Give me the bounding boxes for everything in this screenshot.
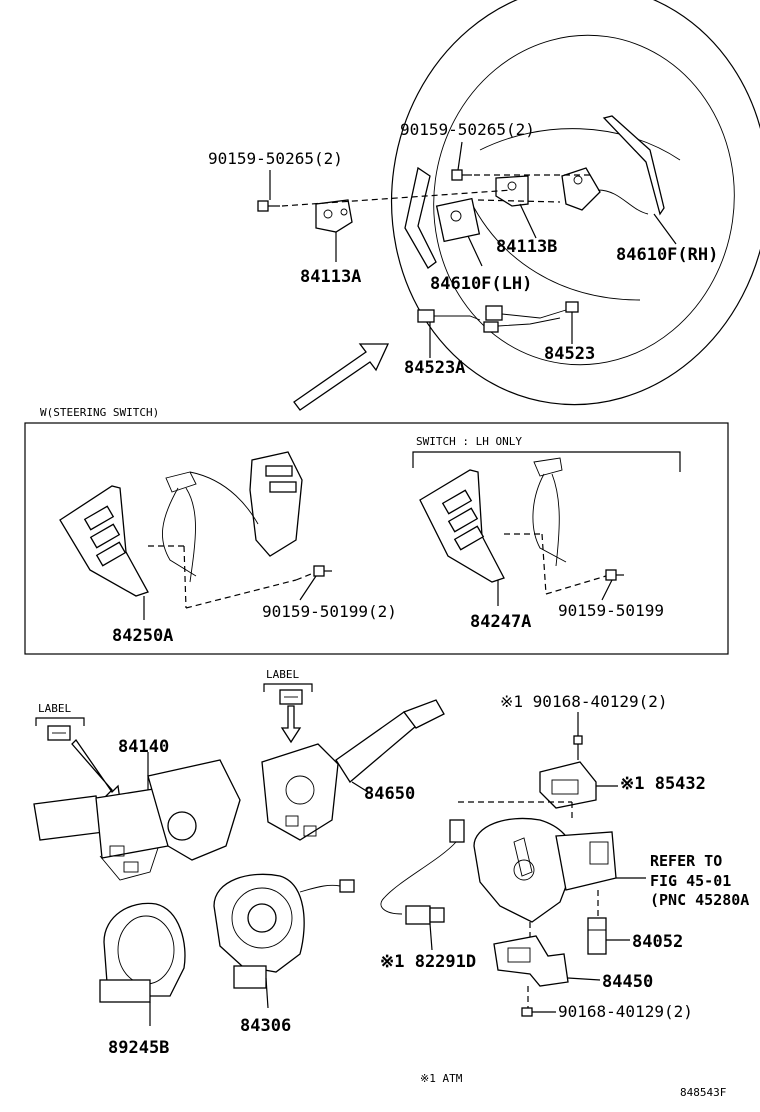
label-90159-50265-left: 90159-50265(2) [208, 149, 343, 168]
label-84113A: 84113A [300, 267, 361, 287]
paddle-rh-drawing [602, 115, 665, 216]
refer-to-line2: FIG 45-01 [650, 872, 731, 890]
figure-id: 848543F [680, 1086, 726, 1099]
solenoid-85432-drawing [539, 761, 618, 809]
spiral-cable-84306-drawing [213, 873, 355, 1009]
label-84140: 84140 [118, 737, 169, 757]
switch-lh-bracket [412, 451, 681, 472]
label-84306: 84306 [240, 1016, 291, 1036]
arrow-label-mid [280, 705, 302, 744]
label-90159-50199: 90159-50199 [558, 601, 664, 620]
label-84523: 84523 [544, 344, 595, 364]
label-90159-50265-right: 90159-50265(2) [400, 120, 535, 139]
steering-wheel-drawing [257, 0, 760, 411]
cover-89245B-drawing [99, 902, 186, 1026]
steering-switch-box [24, 422, 729, 655]
switch-84052-drawing [587, 890, 630, 955]
label-84610F-RH: 84610F(RH) [616, 245, 718, 265]
label-w-steering-switch: W(STEERING SWITCH) [40, 406, 159, 419]
refer-to-line3: (PNC 45280A [650, 891, 749, 909]
label-84052: 84052 [632, 932, 683, 952]
bolt-90168-bottom-drawing [521, 1007, 556, 1017]
wiper-switch-84650-drawing [261, 699, 445, 841]
paddle-lh-drawing [404, 166, 437, 269]
steering-switch-drawing-right [419, 457, 624, 606]
label-82291D: ※1 82291D [380, 952, 476, 972]
label-84650: 84650 [364, 784, 415, 804]
label-84450: 84450 [602, 972, 653, 992]
bolt-left-drawing [257, 200, 280, 212]
label-85432: ※1 85432 [620, 774, 706, 794]
refer-to-line1: REFER TO [650, 852, 722, 870]
switch-84450-drawing [493, 922, 601, 1008]
steering-switch-drawing-left [59, 451, 332, 620]
bolt-right-drawing [451, 169, 472, 181]
lock-body-drawing [473, 817, 646, 923]
label-label-mid: LABEL [266, 668, 299, 681]
label-90159-50199-2: 90159-50199(2) [262, 602, 397, 621]
combination-switch-84140-drawing [33, 752, 241, 881]
label-84113B: 84113B [496, 237, 557, 257]
label-84610F-LH: 84610F(LH) [430, 274, 532, 294]
label-switch-lh-only: SWITCH : LH ONLY [416, 435, 522, 448]
harness-82291D-drawing [380, 801, 573, 951]
arrow-label-left [71, 738, 121, 801]
label-90168-40129-bot: 90168-40129(2) [558, 1002, 693, 1021]
bolt-90168-top-drawing [573, 712, 583, 760]
label-84250A: 84250A [112, 626, 173, 646]
label-84247A: 84247A [470, 612, 531, 632]
footnote-atm: ※1 ATM [420, 1072, 463, 1085]
label-84523A: 84523A [404, 358, 465, 378]
label-89245B: 89245B [108, 1038, 169, 1058]
label-90168-40129-top: ※1 90168-40129(2) [500, 692, 668, 711]
label-label-left: LABEL [38, 702, 71, 715]
direction-arrow [293, 343, 390, 411]
